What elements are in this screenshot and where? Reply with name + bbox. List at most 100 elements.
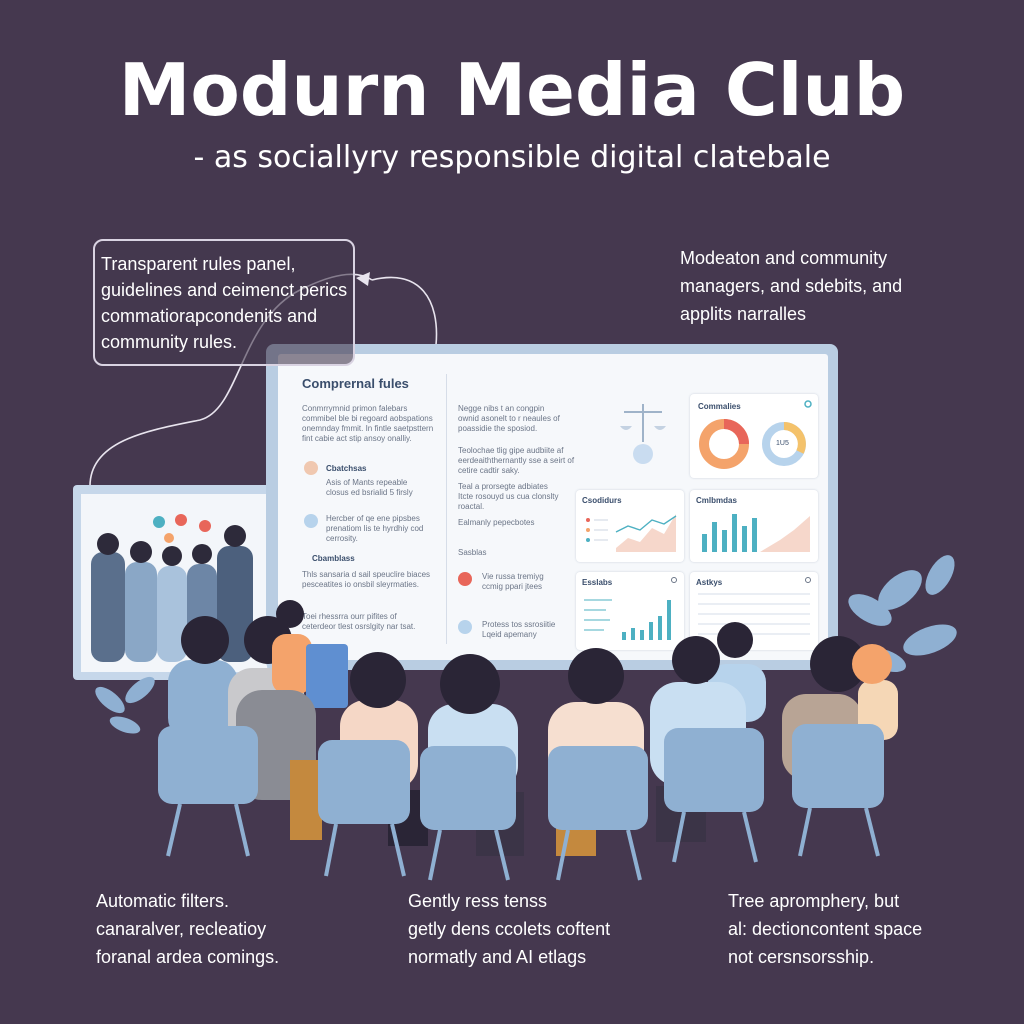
caption-line: canaralver, recleatioy (96, 919, 267, 939)
chair (548, 746, 648, 881)
group-illustration (91, 514, 253, 662)
bar-chart-1 (702, 514, 810, 552)
caption-line: foranal ardea comings. (96, 947, 280, 967)
donut-2-segment (783, 422, 806, 454)
mini-bar (742, 526, 747, 552)
caption-line: al: dectioncontent space (728, 919, 923, 939)
activity-card-1: Csodidurs (576, 490, 684, 562)
middle-item-2: Protess tos ssrosiitie Lqeid apemany (482, 620, 556, 639)
mini-bar (658, 616, 662, 640)
callout-line: guidelines and ceimenct perics (101, 280, 348, 300)
plant-right (848, 555, 957, 673)
main-display: Comprernal fules Conmrrymnid primon fale… (278, 354, 828, 660)
caption-line: not cersnsorsship. (728, 947, 875, 967)
caption-content: Gently ress tenss getly dens ccolets cof… (408, 887, 610, 971)
avatar (304, 461, 318, 475)
middle-item-1: Vie russa tremiyg ccmig ppari jtees (482, 572, 544, 591)
person-back-6 (852, 644, 898, 740)
stats-card-1: Esslabs (576, 572, 684, 650)
card-title: Cmlbmdas (696, 496, 737, 505)
person-front-2 (428, 654, 524, 856)
rules-panel-title: Comprernal fules (302, 376, 409, 391)
rules-panel-callout: Transparent rules panel, guidelines and … (93, 239, 355, 366)
card-title: Astkys (696, 578, 723, 587)
card-title: Commalies (698, 402, 741, 411)
page-title: Modurn Media Club (118, 48, 906, 132)
figure-2-head (130, 541, 152, 563)
mini-bar (622, 632, 626, 640)
figure-1-head (97, 533, 119, 555)
middle-text-3: Teal a prorsegte adbiates Itcte rosouyd … (458, 482, 559, 511)
entry-label-2: Cbamblass (312, 554, 355, 563)
entry-text-1: Asis of Mants repeable closus ed bsriali… (326, 478, 413, 497)
callout-line: commatioraрcondenits and (101, 306, 318, 326)
caption-line: Automatic filters. (96, 891, 230, 911)
card-title: Csodidurs (582, 496, 622, 505)
avatar (458, 572, 472, 586)
mini-bar (667, 600, 671, 640)
mini-bar (752, 518, 757, 552)
avatar (304, 514, 318, 528)
page-subtitle: - as sociallyry responsible digital clat… (193, 140, 831, 175)
chair (792, 724, 884, 857)
person-front-5 (236, 690, 322, 840)
chair (318, 740, 410, 877)
figure-4 (187, 564, 217, 662)
side-display (81, 494, 267, 672)
figure-3 (157, 566, 187, 662)
donut-charts (699, 400, 812, 469)
callout-line: Transparent rules panel, (101, 254, 296, 274)
entry-label-1: Cbatchsas (326, 464, 367, 473)
caption-line: Tree apromphery, but (728, 891, 900, 911)
bar-chart-2 (584, 577, 677, 640)
avatar (458, 620, 472, 634)
moderation-note: Modeaton and community managers, and sde… (680, 244, 980, 328)
mini-bar (722, 530, 727, 552)
chat-bubble-icon-4 (164, 533, 174, 543)
chair (664, 728, 764, 863)
mini-bar (640, 630, 644, 640)
caption-line: Gently ress tenss (408, 891, 548, 911)
middle-text-1: Negge nibs t an congpin ownid asonelt to… (458, 404, 560, 433)
note-line: Modeaton and community (680, 248, 888, 268)
figure-4-head (192, 544, 212, 564)
caption-filters: Automatic filters. canaralver, recleatio… (96, 887, 279, 971)
entry-text-4: Toei rhessrra ourr pifites of ceterdeor … (302, 612, 416, 631)
entry-text-2: Hercber of qe ene pipsbes prenatiom lis … (326, 514, 424, 543)
donut-1-segment (723, 419, 749, 445)
person-front-1 (340, 652, 428, 846)
figure-5-head (224, 525, 246, 547)
mini-bar (702, 534, 707, 552)
person-front-3 (548, 648, 644, 856)
note-line: managers, and sdebits, and (680, 276, 903, 296)
note-line: applits narralles (680, 304, 807, 324)
caption-transparency: Tree apromphery, but al: dectioncontent … (728, 887, 922, 971)
column-divider (446, 374, 447, 644)
figure-5 (217, 546, 253, 662)
plant-left (95, 676, 155, 734)
card-title: Esslabs (582, 578, 613, 587)
stats-card-2: Astkys (690, 572, 818, 650)
chat-bubble-icon-2 (175, 514, 187, 526)
caption-line: normatly and AI etlags (408, 947, 587, 967)
middle-text-2: Teolochae tlig gipe audbiite af eerdeait… (458, 446, 575, 475)
figure-2 (125, 562, 157, 662)
arrow-head-icon (356, 272, 370, 286)
callout-line: community rules. (101, 332, 238, 352)
donut-center-label: 1U5 (776, 440, 789, 447)
mini-bar (649, 622, 653, 640)
middle-text-4: Ealmanly pepecbotes (458, 518, 535, 527)
mini-bar (631, 628, 635, 640)
entry-label-3: Sasblas (458, 548, 487, 557)
line-chart-1 (586, 514, 677, 552)
figure-1 (91, 552, 125, 662)
caption-line: getly dens ccolets coftent (408, 919, 611, 939)
table-lines (698, 577, 811, 635)
chair (158, 726, 258, 857)
activity-card-2: Cmlbmdas (690, 490, 818, 562)
rules-description: Conmrrymnid primon falebars commibel ble… (302, 404, 434, 443)
chair (420, 746, 516, 881)
figure-3-head (162, 546, 182, 566)
mini-bar (732, 514, 737, 552)
communities-card: Commalies 1U5 (690, 394, 818, 478)
